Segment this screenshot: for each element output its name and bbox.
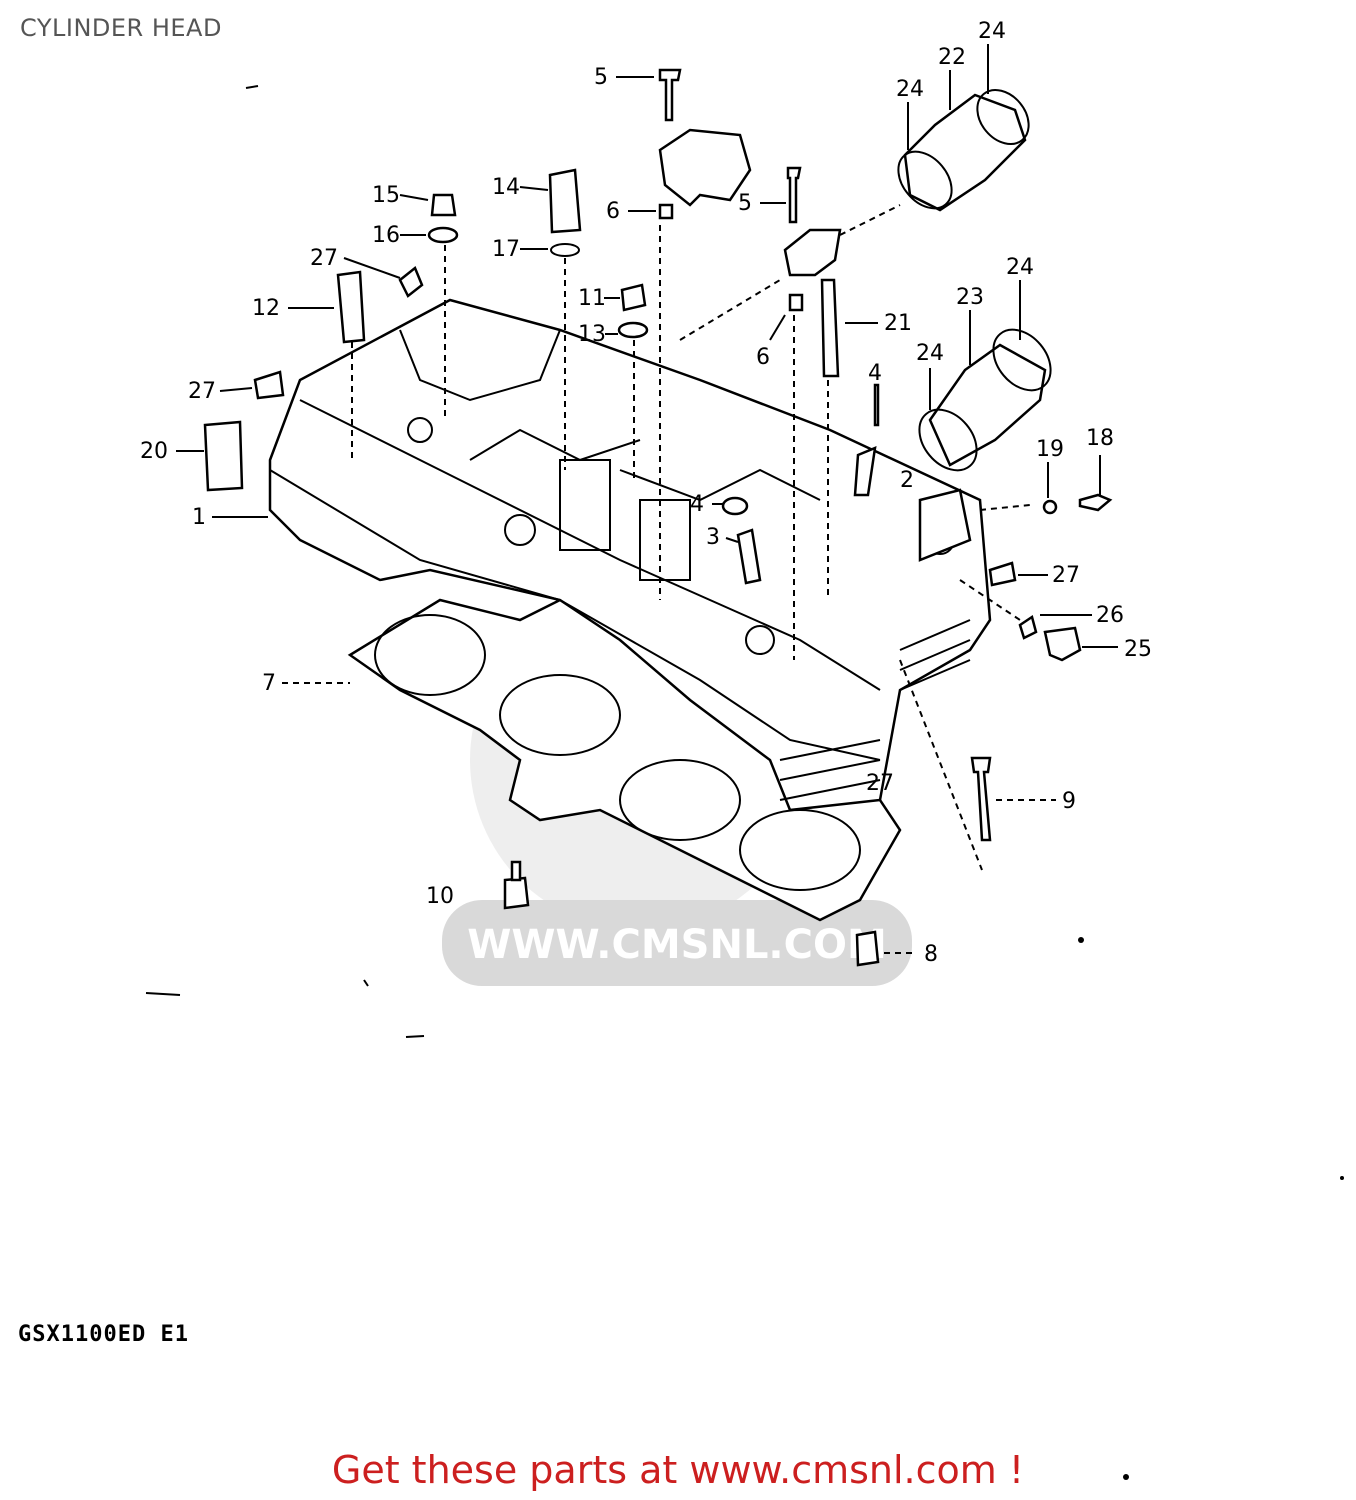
callout-label: 23 [956,285,984,310]
callout-label: 19 [1036,437,1064,462]
callout-label: 10 [426,884,454,909]
callout-label: 24 [1006,255,1034,280]
callout-label: 25 [1124,637,1152,662]
callout-label: 6 [606,199,620,224]
callout-label: 11 [578,286,606,311]
model-code: GSX1100ED E1 [18,1322,189,1347]
small-parts [203,68,1113,967]
callout-label: 27 [1052,563,1080,588]
callout-label: 17 [492,237,520,262]
callout-label: 3 [706,525,720,550]
callout-label: 4 [868,361,882,386]
callout-label: 16 [372,223,400,248]
callout-label: 24 [978,19,1006,44]
callout-label: 5 [738,191,752,216]
callout-label: 20 [140,439,168,464]
buy-parts-link-text[interactable]: Get these parts at www.cmsnl.com ! [331,1448,1025,1492]
stray-marks [145,85,1344,1180]
callout-label: 27 [188,379,216,404]
buy-parts-link[interactable]: Get these parts at www.cmsnl.com ! [0,1448,1356,1492]
stray-dot [1123,1474,1129,1480]
callout-label: 24 [896,77,924,102]
cylinder-head-body [268,298,992,812]
callout-label: 21 [884,311,912,336]
callout-label: 22 [938,45,966,70]
callout-label: 14 [492,175,520,200]
exploded-parts-diagram: WWW.CMSNL.COM [140,19,1344,1180]
callout-label: 9 [1062,789,1076,814]
callout-label: 5 [594,65,608,90]
callout-label: 24 [916,341,944,366]
leader-lines [176,44,1118,954]
callout-label: 6 [756,345,770,370]
callout-label: 27 [310,246,338,271]
callout-label: 1 [192,505,206,530]
callout-label: 13 [578,322,606,347]
callout-label: 4 [690,492,704,517]
callout-label: 18 [1086,426,1114,451]
cylinder-head-gasket [347,598,902,922]
callout-label: 2 [900,468,914,493]
callout-label: 8 [924,942,938,967]
watermark-text: WWW.CMSNL.COM [467,922,887,968]
page-title: CYLINDER HEAD [20,14,222,42]
callout-label: 27 [866,771,894,796]
callout-labels: 5 24 22 24 14 15 6 5 16 17 27 24 12 11 2… [140,19,1152,967]
callout-label: 26 [1096,603,1124,628]
callout-label: 7 [262,671,276,696]
callout-label: 15 [372,183,400,208]
callout-label: 12 [252,296,280,321]
